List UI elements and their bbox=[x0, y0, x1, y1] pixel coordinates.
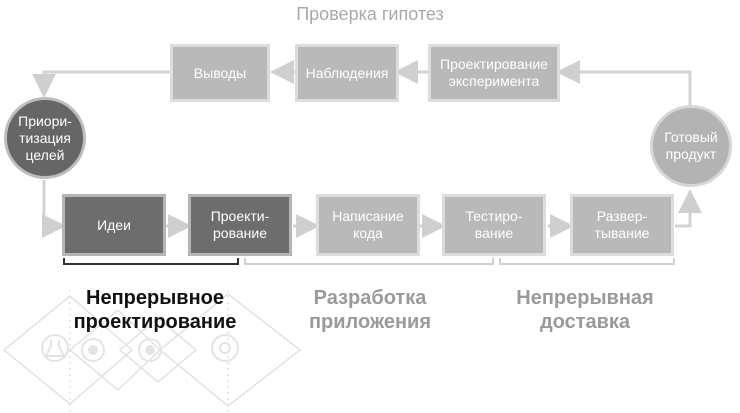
design-box: Проекти- рование bbox=[188, 194, 292, 256]
app-development-label: Разработка приложения bbox=[308, 287, 432, 333]
experiment-design-box: Проектирование эксперимента bbox=[428, 44, 560, 102]
prioritization-circle: Приори- тизация целей bbox=[4, 97, 86, 179]
bracket-continuous-design bbox=[63, 258, 239, 265]
decorative-diamonds bbox=[2, 290, 302, 413]
arrow-prioritization-to-ideas bbox=[42, 180, 66, 238]
flask-icon bbox=[41, 334, 69, 362]
conclusions-box: Выводы bbox=[170, 44, 270, 102]
bracket-app-development bbox=[244, 258, 494, 265]
coding-box: Написание кода bbox=[316, 194, 420, 256]
loop-right-up bbox=[556, 60, 692, 105]
diagram-title: Проверка гипотез bbox=[296, 4, 444, 24]
lab-icon-2 bbox=[138, 338, 162, 362]
ideas-box: Идеи bbox=[62, 194, 166, 256]
deployment-box: Развер- тывание bbox=[570, 194, 674, 256]
lab-icon bbox=[81, 338, 105, 362]
observations-box: Наблюдения bbox=[295, 44, 399, 102]
arrow-deployment-to-product bbox=[675, 189, 702, 228]
continuous-design-label: Непрерывное проектирование bbox=[73, 287, 237, 333]
search-icon bbox=[211, 334, 239, 362]
finished-product-circle: Готовый продукт bbox=[650, 105, 732, 187]
continuous-delivery-label: Непрерывная доставка bbox=[516, 287, 654, 333]
bracket-continuous-delivery bbox=[499, 258, 675, 265]
loop-conclusions-to-prioritization bbox=[32, 70, 170, 98]
testing-box: Тестиро- вание bbox=[442, 194, 546, 256]
